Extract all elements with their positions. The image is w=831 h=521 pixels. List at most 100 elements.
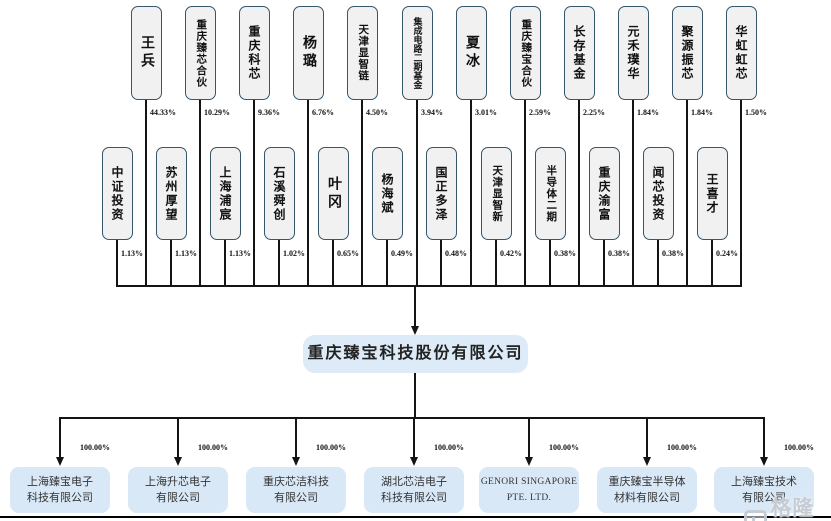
ownership-percent-label: 0.42%	[500, 249, 522, 258]
shareholder-box: 王喜才	[696, 147, 728, 240]
shareholder-name: 重庆渝富	[597, 165, 611, 222]
shareholder-box: 上海浦宸	[209, 147, 241, 240]
shareholder-box: 夏冰	[455, 6, 487, 100]
connector-line	[711, 240, 713, 287]
ownership-percent-label: 44.33%	[150, 108, 176, 117]
arrowhead-down-icon	[642, 457, 651, 466]
arrowhead-down-icon	[55, 457, 64, 466]
ownership-percent-label: 100.00%	[316, 443, 346, 452]
ownership-percent-label: 100.00%	[80, 443, 110, 452]
connector-line	[177, 418, 179, 457]
ownership-percent-label: 100.00%	[784, 443, 814, 452]
shareholder-name: 叶冈	[326, 175, 341, 212]
connector-line	[414, 286, 416, 326]
shareholder-name: 杨海斌	[380, 172, 394, 215]
shareholder-name: 闻芯投资	[651, 165, 665, 222]
connector-line	[646, 418, 648, 457]
subsidiary-name-line: 科技有限公司	[381, 492, 447, 504]
ownership-percent-label: 0.48%	[445, 249, 467, 258]
ownership-percent-label: 1.84%	[637, 108, 659, 117]
shareholder-name: 长存基金	[572, 25, 586, 81]
shareholder-box: 石溪舜创	[263, 147, 295, 240]
shareholder-name: 天津显智新	[491, 164, 503, 223]
ownership-percent-label: 100.00%	[549, 443, 579, 452]
shareholder-box: 重庆科芯	[238, 6, 270, 100]
shareholder-box: 国正多泽	[425, 147, 457, 240]
ownership-percent-label: 2.25%	[583, 108, 605, 117]
shareholder-box: 天津显智新	[480, 147, 512, 240]
connector-line	[578, 100, 580, 287]
shareholder-name: 天津显智链	[357, 24, 369, 82]
connector-line	[414, 373, 416, 418]
subsidiary-name-line: 上海臻宝电子	[27, 476, 93, 488]
shareholder-name: 半导体二期	[545, 164, 557, 223]
ownership-percent-label: 2.59%	[529, 108, 551, 117]
shareholder-name: 重庆臻芯合伙	[195, 18, 207, 88]
ownership-percent-label: 9.36%	[258, 108, 280, 117]
subsidiary-box: 上海臻宝技术有限公司	[714, 467, 814, 513]
ownership-percent-label: 10.29%	[204, 108, 230, 117]
shareholder-name: 重庆臻宝合伙	[520, 18, 532, 88]
shareholder-name: 华虹虹芯	[734, 25, 748, 81]
connector-line	[361, 100, 363, 287]
shareholder-box: 元禾璞华	[617, 6, 649, 100]
shareholder-box: 聚源振芯	[671, 6, 703, 100]
shareholder-name: 集成电路二期基金	[412, 17, 423, 89]
shareholder-name: 中证投资	[110, 165, 124, 222]
shareholder-name: 上海浦宸	[218, 165, 232, 222]
shareholder-name: 国正多泽	[434, 165, 448, 222]
ownership-percent-label: 100.00%	[198, 443, 228, 452]
subsidiary-box: 上海升芯电子有限公司	[128, 467, 228, 513]
shareholder-box: 杨璐	[292, 6, 324, 100]
connector-line	[59, 418, 61, 457]
shareholder-box: 杨海斌	[371, 147, 403, 240]
connector-line	[528, 418, 530, 457]
connector-line	[116, 285, 742, 287]
arrowhead-down-icon	[409, 457, 418, 466]
shareholder-box: 华虹虹芯	[725, 6, 757, 100]
subsidiary-box: 湖北芯洁电子科技有限公司	[364, 467, 464, 513]
connector-line	[549, 240, 551, 287]
ownership-percent-label: 3.94%	[421, 108, 443, 117]
shareholder-name: 夏冰	[464, 35, 479, 71]
ownership-percent-label: 4.50%	[366, 108, 388, 117]
shareholder-name: 石溪舜创	[272, 165, 286, 222]
subsidiary-name-line: 重庆芯洁科技	[263, 476, 329, 488]
ownership-percent-label: 0.38%	[608, 249, 630, 258]
connector-line	[413, 418, 415, 457]
parent-company-box: 重庆臻宝科技股份有限公司	[303, 335, 528, 373]
subsidiary-name-line: 湖北芯洁电子	[381, 476, 447, 488]
ownership-percent-label: 1.02%	[283, 249, 305, 258]
gelonghui-watermark-text: 格隆汇	[770, 497, 815, 520]
connector-line	[632, 100, 634, 287]
arrowhead-down-icon	[524, 457, 533, 466]
ownership-percent-label: 0.49%	[391, 249, 413, 258]
connector-line	[495, 240, 497, 287]
subsidiary-name-line: 有限公司	[274, 492, 318, 504]
subsidiary-name-line: PTE. LTD.	[506, 493, 552, 503]
arrowhead-down-icon	[759, 457, 768, 466]
subsidiary-name-line: 上海臻宝技术	[731, 476, 797, 488]
shareholder-box: 闻芯投资	[642, 147, 674, 240]
subsidiary-box: 重庆芯洁科技有限公司	[246, 467, 346, 513]
subsidiary-name-line: 科技有限公司	[27, 492, 93, 504]
shareholder-box: 重庆臻宝合伙	[509, 6, 541, 100]
arrowhead-down-icon	[291, 457, 300, 466]
ownership-percent-label: 0.65%	[337, 249, 359, 258]
subsidiary-box: 上海臻宝电子科技有限公司	[10, 467, 110, 513]
connector-line	[603, 240, 605, 287]
shareholder-box: 苏州厚望	[155, 147, 187, 240]
shareholder-name: 王喜才	[705, 172, 719, 215]
ownership-percent-label: 0.24%	[716, 249, 738, 258]
shareholder-name: 苏州厚望	[164, 165, 178, 222]
connector-line	[170, 240, 172, 287]
subsidiary-name-line: 上海升芯电子	[145, 476, 211, 488]
subsidiary-box: 重庆臻宝半导体材料有限公司	[597, 467, 697, 513]
ownership-percent-label: 1.13%	[175, 249, 197, 258]
connector-line	[253, 100, 255, 287]
subsidiary-name-line: 有限公司	[156, 492, 200, 504]
bottom-rule	[0, 516, 831, 518]
ownership-percent-label: 1.13%	[229, 249, 251, 258]
